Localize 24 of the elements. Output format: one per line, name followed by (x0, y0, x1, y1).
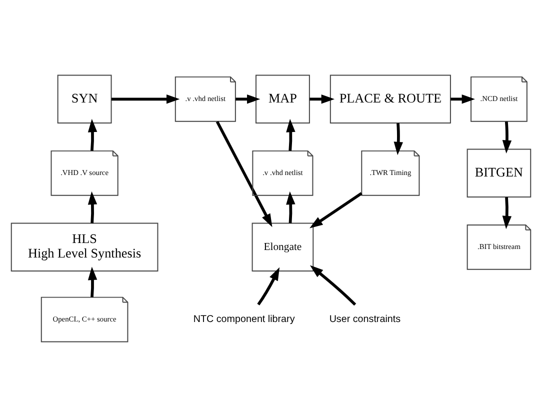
node-box: BITGEN (466, 148, 532, 198)
arrow (502, 122, 512, 154)
node-box: SYN (57, 74, 112, 124)
node-text: NTC component library (193, 314, 295, 326)
arrow (111, 94, 180, 104)
arrow (286, 118, 296, 151)
arrow (310, 265, 356, 306)
node-box: PLACE & ROUTE (330, 74, 451, 124)
node-box: HLS High Level Synthesis (10, 222, 158, 272)
arrow (502, 197, 512, 230)
arrow (216, 120, 272, 228)
arrow (257, 267, 280, 306)
arrow (88, 266, 98, 298)
arrow (450, 94, 476, 104)
arrow (236, 94, 260, 104)
node-box: MAP (256, 74, 310, 124)
node-text: User constraints (329, 314, 401, 326)
arrow (394, 123, 403, 156)
arrow (310, 94, 335, 104)
node-box: Elongate (252, 222, 314, 272)
arrow (286, 191, 296, 224)
arrow (310, 192, 362, 228)
arrow (88, 191, 98, 224)
arrow (88, 118, 98, 151)
